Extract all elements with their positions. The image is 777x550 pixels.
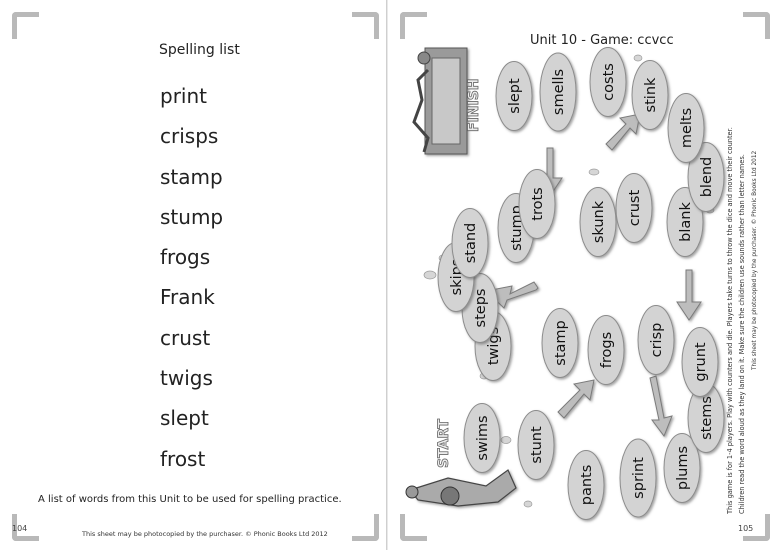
right-page: Unit 10 - Game: ccvcc FINISH <box>388 0 777 550</box>
board-space: stunt <box>517 410 555 480</box>
board-word: crisp <box>649 323 665 358</box>
arrow-up <box>605 113 641 151</box>
board-space: slept <box>495 61 533 131</box>
corner-mark <box>352 514 379 541</box>
corner-mark <box>12 12 39 39</box>
board-word: sprint <box>631 457 647 499</box>
board-word: grunt <box>693 342 709 382</box>
spelling-word: slept <box>160 406 209 431</box>
spelling-word-list: print crisps stamp stump frogs Frank cru… <box>160 78 223 481</box>
board-word: trots <box>530 187 546 220</box>
board-space: melts <box>667 93 705 163</box>
arrow-down <box>676 269 702 321</box>
corner-mark <box>400 514 427 541</box>
board-word: smells <box>551 69 567 115</box>
spelling-word: frost <box>160 446 206 471</box>
board-space: blank <box>666 187 704 257</box>
spelling-note: A list of words from this Unit to be use… <box>38 494 342 505</box>
board-word: stink <box>643 77 659 112</box>
board-space: costs <box>589 47 627 117</box>
board-word: pants <box>579 465 595 506</box>
board-spaces: swims stunt pants sprint plums stems grunt cris… <box>437 47 725 520</box>
spelling-word: stamp <box>160 164 223 189</box>
board-word: blend <box>699 157 715 198</box>
board-space: stamp <box>541 308 579 378</box>
game-title: Unit 10 - Game: ccvcc <box>530 33 674 48</box>
page-number: 105 <box>738 524 754 533</box>
board-word: stamp <box>553 320 569 365</box>
start-label: START <box>436 418 452 468</box>
corner-mark <box>743 12 770 39</box>
corner-mark <box>743 514 770 541</box>
spelling-word: print <box>160 84 207 108</box>
board-space: blend <box>687 142 725 212</box>
arrow-down <box>649 375 673 438</box>
start-character <box>405 469 517 507</box>
spelling-word: crisps <box>160 124 219 149</box>
board-word: stand <box>463 223 479 264</box>
board-word: stunt <box>529 426 545 464</box>
board-space: swims <box>463 403 501 473</box>
board-word: frogs <box>599 332 615 368</box>
board-space: sprint <box>619 438 657 518</box>
spelling-word: twigs <box>160 366 213 391</box>
board-word: slept <box>507 78 523 114</box>
copyright-footer: This sheet may be photocopied by the pur… <box>752 150 758 370</box>
board-word: steps <box>473 289 489 328</box>
board-word: crust <box>627 190 643 227</box>
board-space: crust <box>615 173 653 243</box>
spelling-list-heading: Spelling list <box>159 42 240 58</box>
board-space: stand <box>451 208 489 278</box>
board-word: plums <box>675 446 691 490</box>
spelling-word: frogs <box>160 245 211 270</box>
board-space: plums <box>663 433 701 503</box>
board-word: costs <box>601 63 617 101</box>
board-word: melts <box>679 108 695 148</box>
finish-character <box>412 47 468 155</box>
board-space: smells <box>539 52 577 132</box>
corner-mark <box>12 514 39 541</box>
board-word: skunk <box>591 200 607 243</box>
finish-label: FINISH <box>466 79 482 133</box>
board-space: skunk <box>579 187 617 257</box>
arrow-up <box>557 379 595 419</box>
board-word: blank <box>678 202 694 242</box>
board-space: grunt <box>681 327 719 397</box>
board-space: crisp <box>637 305 675 375</box>
board-space: trots <box>518 169 556 239</box>
corner-mark <box>400 12 427 39</box>
spelling-word: stump <box>160 204 224 229</box>
board-word: stems <box>699 396 715 440</box>
copyright-footer: This sheet may be photocopied by the pur… <box>82 530 328 538</box>
spelling-word: Frank <box>160 285 215 310</box>
game-instructions: This game is for 1-4 players. Play with … <box>726 127 734 514</box>
board-space: frogs <box>587 315 625 385</box>
corner-mark <box>352 12 379 39</box>
board-space: stink <box>631 60 669 130</box>
game-instructions: Children read the word aloud as they lan… <box>738 154 746 514</box>
page-number: 104 <box>12 524 28 533</box>
board-word: swims <box>475 415 491 460</box>
left-page: Spelling list print crisps stamp stump f… <box>0 0 387 550</box>
spelling-word: crust <box>160 325 211 350</box>
board-space: pants <box>567 450 605 520</box>
